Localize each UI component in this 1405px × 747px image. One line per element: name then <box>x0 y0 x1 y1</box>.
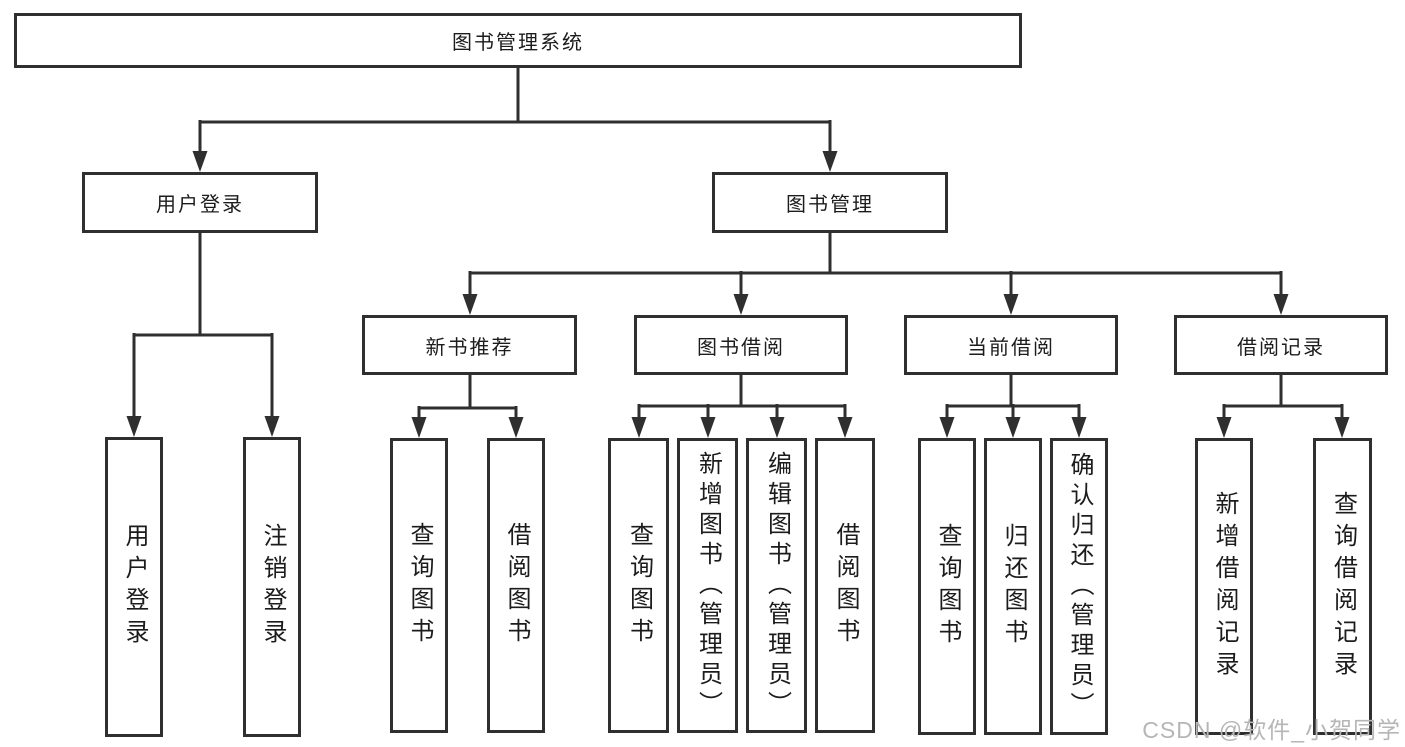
leaf-cb-return-book: 归还图书 <box>984 438 1042 735</box>
leaf-cb-query-book: 查询图书 <box>918 438 976 735</box>
leaf-logout: 注销登录 <box>243 437 301 737</box>
connector-book-management-branch <box>462 233 1289 315</box>
leaf-bb-add-book-admin: 新增图书（管理员） <box>677 438 738 733</box>
connector-user-login-branch <box>126 233 280 437</box>
leaf-cb-confirm-return-admin: 确认归还（管理员） <box>1050 438 1108 735</box>
node-user-login: 用户登录 <box>82 172 318 233</box>
leaf-br-query-record: 查询借阅记录 <box>1313 438 1372 735</box>
leaf-bb-edit-book-admin: 编辑图书（管理员） <box>746 438 807 733</box>
node-book-borrow: 图书借阅 <box>634 315 848 375</box>
node-root: 图书管理系统 <box>14 13 1022 68</box>
leaf-bb-query-book: 查询图书 <box>608 438 669 733</box>
connector-borrow-record-branch <box>1216 375 1350 438</box>
node-new-book-recommend: 新书推荐 <box>362 315 577 375</box>
node-current-borrow: 当前借阅 <box>904 315 1118 375</box>
connector-new-book-recommend-branch <box>411 375 524 438</box>
leaf-nb-borrow-book: 借阅图书 <box>487 438 545 733</box>
leaf-nb-query-book: 查询图书 <box>390 438 448 733</box>
watermark-text: CSDN @软件_小贺同学 <box>1142 717 1401 743</box>
connector-current-borrow-branch <box>939 375 1087 438</box>
connector-root-to-level2 <box>192 68 838 172</box>
node-borrow-record: 借阅记录 <box>1174 315 1388 375</box>
leaf-bb-borrow-book: 借阅图书 <box>815 438 875 733</box>
connector-book-borrow-branch <box>631 375 853 438</box>
node-book-management: 图书管理 <box>712 172 948 233</box>
leaf-br-add-record: 新增借阅记录 <box>1195 438 1253 735</box>
leaf-user-login: 用户登录 <box>105 437 163 737</box>
